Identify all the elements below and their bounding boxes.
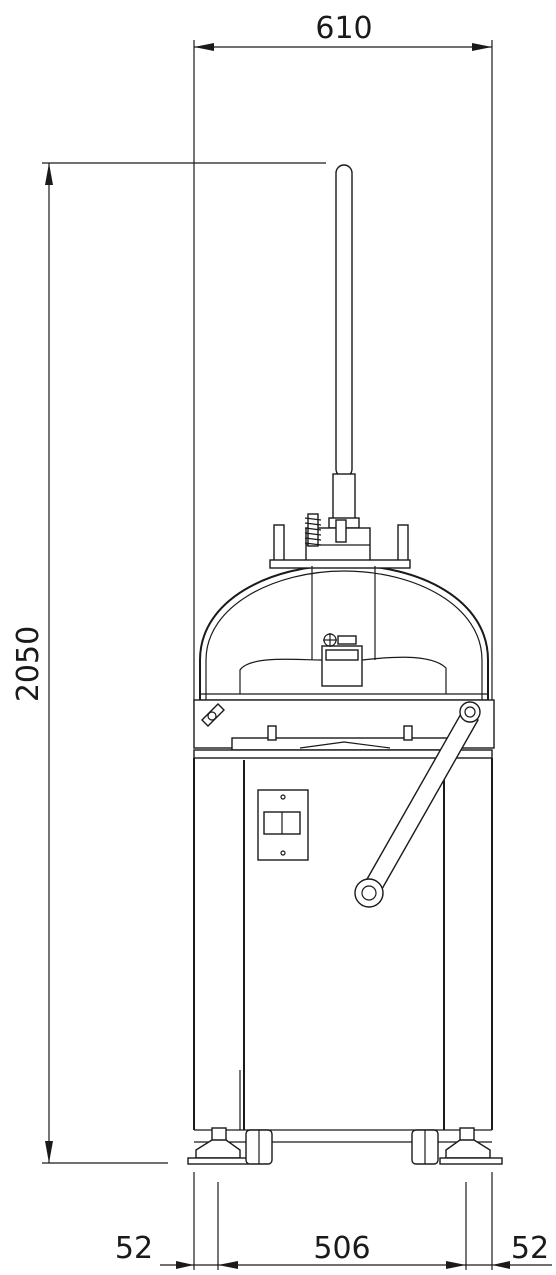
- spring: [304, 513, 322, 547]
- switch-panel[interactable]: [257, 789, 309, 861]
- mid-section: [193, 699, 495, 751]
- left-height-dimension: 2050: [11, 162, 326, 1164]
- left-offset-label: 52: [115, 1231, 153, 1266]
- machine: [187, 164, 503, 1165]
- top-lever: [328, 164, 360, 529]
- right-offset-label: 52: [511, 1231, 549, 1266]
- top-hardware: [273, 513, 409, 566]
- overall-width-label: 610: [315, 11, 372, 46]
- top-width-dimension: 610: [193, 11, 493, 720]
- dome-head: [199, 559, 489, 701]
- side-lever[interactable]: [354, 701, 481, 908]
- overall-height-label: 2050: [11, 626, 46, 702]
- bottom-dimensions: 52 506 52: [115, 1172, 552, 1270]
- cabinet: [193, 749, 493, 1143]
- feet: [187, 1127, 503, 1165]
- center-span-label: 506: [313, 1231, 370, 1266]
